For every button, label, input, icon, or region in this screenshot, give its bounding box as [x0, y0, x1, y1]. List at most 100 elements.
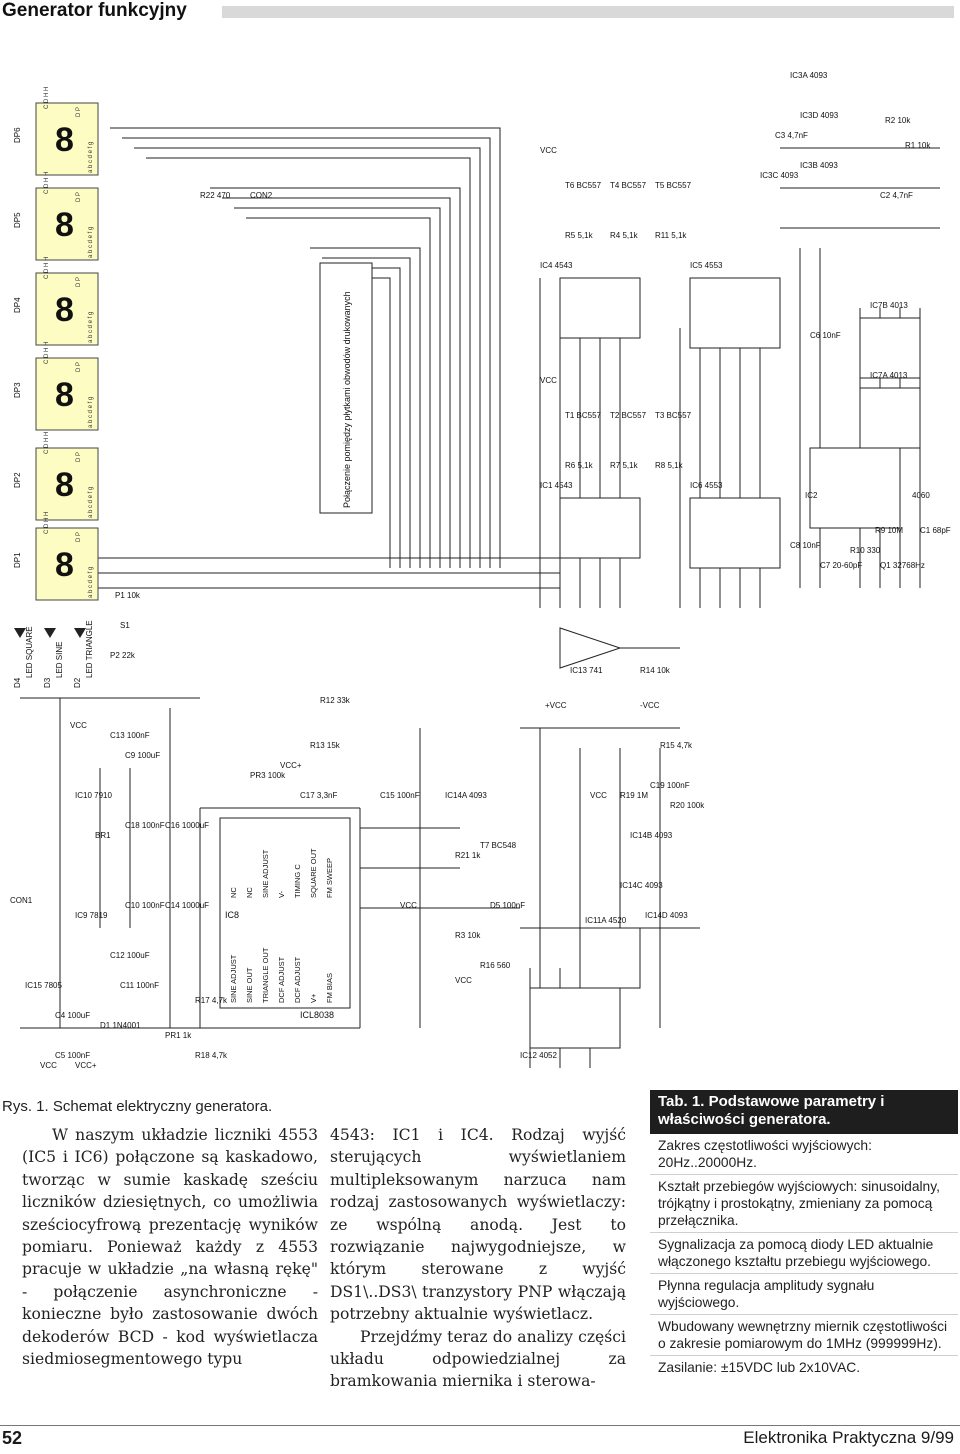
display-ref: DP6 — [13, 127, 22, 143]
display-ref: DP2 — [13, 472, 22, 488]
led-display-6 — [35, 102, 99, 176]
ic3b-label: IC3B 4093 — [800, 161, 838, 170]
ic14d-label: IC14D 4093 — [645, 911, 688, 920]
ic2-label: IC2 — [805, 491, 818, 500]
table-row: Zasilanie: ±15VDC lub 2x10VAC. — [658, 1360, 861, 1375]
r22-label: R22 470 — [200, 191, 231, 200]
ic3c-label: IC3C 4093 — [760, 171, 799, 180]
d1-label: D1 1N4001 — [100, 1021, 141, 1030]
led-display-3 — [35, 357, 99, 431]
c4-label: C4 100uF — [55, 1011, 90, 1020]
table-row: Zakres częstotliwości wyjściowych: 20Hz.… — [650, 1134, 958, 1175]
c3-label: C3 4,7nF — [775, 131, 808, 140]
display-pins-top: C D H H — [44, 342, 50, 364]
display-pins-top: C D H H — [44, 512, 50, 534]
c5-label: C5 100nF — [55, 1051, 90, 1060]
ic3a-label: IC3A 4093 — [790, 71, 828, 80]
q1-label: Q1 32768Hz — [880, 561, 925, 570]
seven-segment-icon: 8 — [55, 546, 74, 584]
table-row: Sygnalizacja za pomocą diody LED aktualn… — [650, 1233, 958, 1274]
seven-segment-icon: 8 — [55, 291, 74, 329]
vcc-label-3: VCC — [70, 721, 87, 730]
led-label: LED SQUARE — [25, 626, 34, 678]
ic7a-label: IC7A 4013 — [870, 371, 908, 380]
led-label: LED TRIANGLE — [85, 620, 94, 678]
r12-label: R12 33k — [320, 696, 351, 705]
c15-label: C15 100nF — [380, 791, 420, 800]
ic8-pin-left: SINE OUT — [245, 967, 254, 1003]
page-number: 52 — [2, 1428, 23, 1448]
t6-label: T6 BC557 — [565, 181, 602, 190]
board-note: Połączenie pomiędzy płytkami obwodów dru… — [342, 291, 352, 508]
ic9-label: IC9 7819 — [75, 911, 108, 920]
ic8-pin-right: TIMING C — [293, 864, 302, 898]
body-paragraph: 4543: IC1 i IC4. Rodzaj wyjść sterującyc… — [330, 1126, 626, 1324]
seven-segment-icon: 8 — [55, 376, 74, 414]
r7-label: R7 5,1k — [610, 461, 639, 470]
ic7b-label: IC7B 4013 — [870, 301, 908, 310]
r6-label: R6 5,1k — [565, 461, 594, 470]
table-row: Płynna regulacja amplitudy sygnału wyjśc… — [650, 1274, 958, 1315]
ic8-label: IC8 — [225, 910, 239, 920]
ic8-pin-left: DCF ADJUST — [293, 956, 302, 1003]
t4-label: T4 BC557 — [610, 181, 647, 190]
c6-label: C6 10nF — [810, 331, 841, 340]
p2-label: P2 22k — [110, 651, 136, 660]
table-row: Wbudowany wewnętrzny miernik częstotliwo… — [650, 1315, 958, 1356]
display-ref: DP1 — [13, 552, 22, 568]
pvcc-label: +VCC — [545, 701, 567, 710]
parameters-table: Tab. 1. Podstawowe parametry i właściwoś… — [650, 1090, 958, 1379]
display-dp-pin: D P — [76, 452, 82, 462]
body-column-2: 4543: IC1 i IC4. Rodzaj wyjść sterującyc… — [330, 1124, 626, 1393]
con1-label: CON1 — [10, 896, 33, 905]
t1-label: T1 BC557 — [565, 411, 602, 420]
ic6-label: IC6 4553 — [690, 481, 723, 490]
display-pins-bottom: a b c d e f g — [88, 142, 94, 173]
ic13-label: IC13 741 — [570, 666, 603, 675]
r20-label: R20 100k — [670, 801, 705, 810]
vcc-label-4: VCC — [40, 1061, 57, 1070]
c9-label: C9 100uF — [125, 751, 160, 760]
ic14a-label: IC14A 4093 — [445, 791, 487, 800]
display-pins-top: C D H H — [44, 257, 50, 279]
magazine-name: Elektronika Praktyczna 9/99 — [743, 1428, 954, 1447]
ic14b-label: IC14B 4093 — [630, 831, 673, 840]
display-pins-bottom: a b c d e f g — [88, 567, 94, 598]
led-icon — [44, 628, 56, 638]
r8-label: R8 5,1k — [655, 461, 684, 470]
ic8-pin-left: DCF ADJUST — [277, 956, 286, 1003]
r19-label: R19 1M — [620, 791, 648, 800]
vcc-label-2: VCC — [540, 376, 557, 385]
display-dp-pin: D P — [76, 532, 82, 542]
c14-label: C14 1000uF — [165, 901, 209, 910]
ic11a-label: IC11A 4520 — [585, 916, 627, 925]
vcc-label-7: VCC — [590, 791, 607, 800]
led-icon — [74, 628, 86, 638]
display-pins-top: C D H H — [44, 432, 50, 454]
r1-label: R1 10k — [905, 141, 931, 150]
vccp-label-2: VCC+ — [280, 761, 302, 770]
led-display-5 — [35, 187, 99, 261]
display-dp-pin: D P — [76, 277, 82, 287]
p1-label: P1 10k — [115, 591, 141, 600]
led-label: LED SINE — [55, 642, 64, 678]
led-display-2 — [35, 447, 99, 521]
r18-label: R18 4,7k — [195, 1051, 228, 1060]
display-pins-bottom: a b c d e f g — [88, 227, 94, 258]
r3-label: R3 10k — [455, 931, 481, 940]
c19-label: C19 100nF — [650, 781, 690, 790]
r17-label: R17 4,7k — [195, 996, 228, 1005]
seven-segment-icon: 8 — [55, 206, 74, 244]
c13-label: C13 100nF — [110, 731, 150, 740]
r14-label: R14 10k — [640, 666, 671, 675]
vcc-label-6: VCC — [455, 976, 472, 985]
vccp-label-1: VCC+ — [75, 1061, 97, 1070]
display-pins-bottom: a b c d e f g — [88, 487, 94, 518]
ic8-type-label: ICL8038 — [300, 1010, 334, 1020]
ic8-pin-right: NC — [229, 887, 238, 898]
c7-label: C7 20-60pF — [820, 561, 862, 570]
footer-rule — [0, 1425, 960, 1426]
c10-label: C10 100nF — [125, 901, 165, 910]
display-pins-bottom: a b c d e f g — [88, 312, 94, 343]
ic3d-label: IC3D 4093 — [800, 111, 839, 120]
